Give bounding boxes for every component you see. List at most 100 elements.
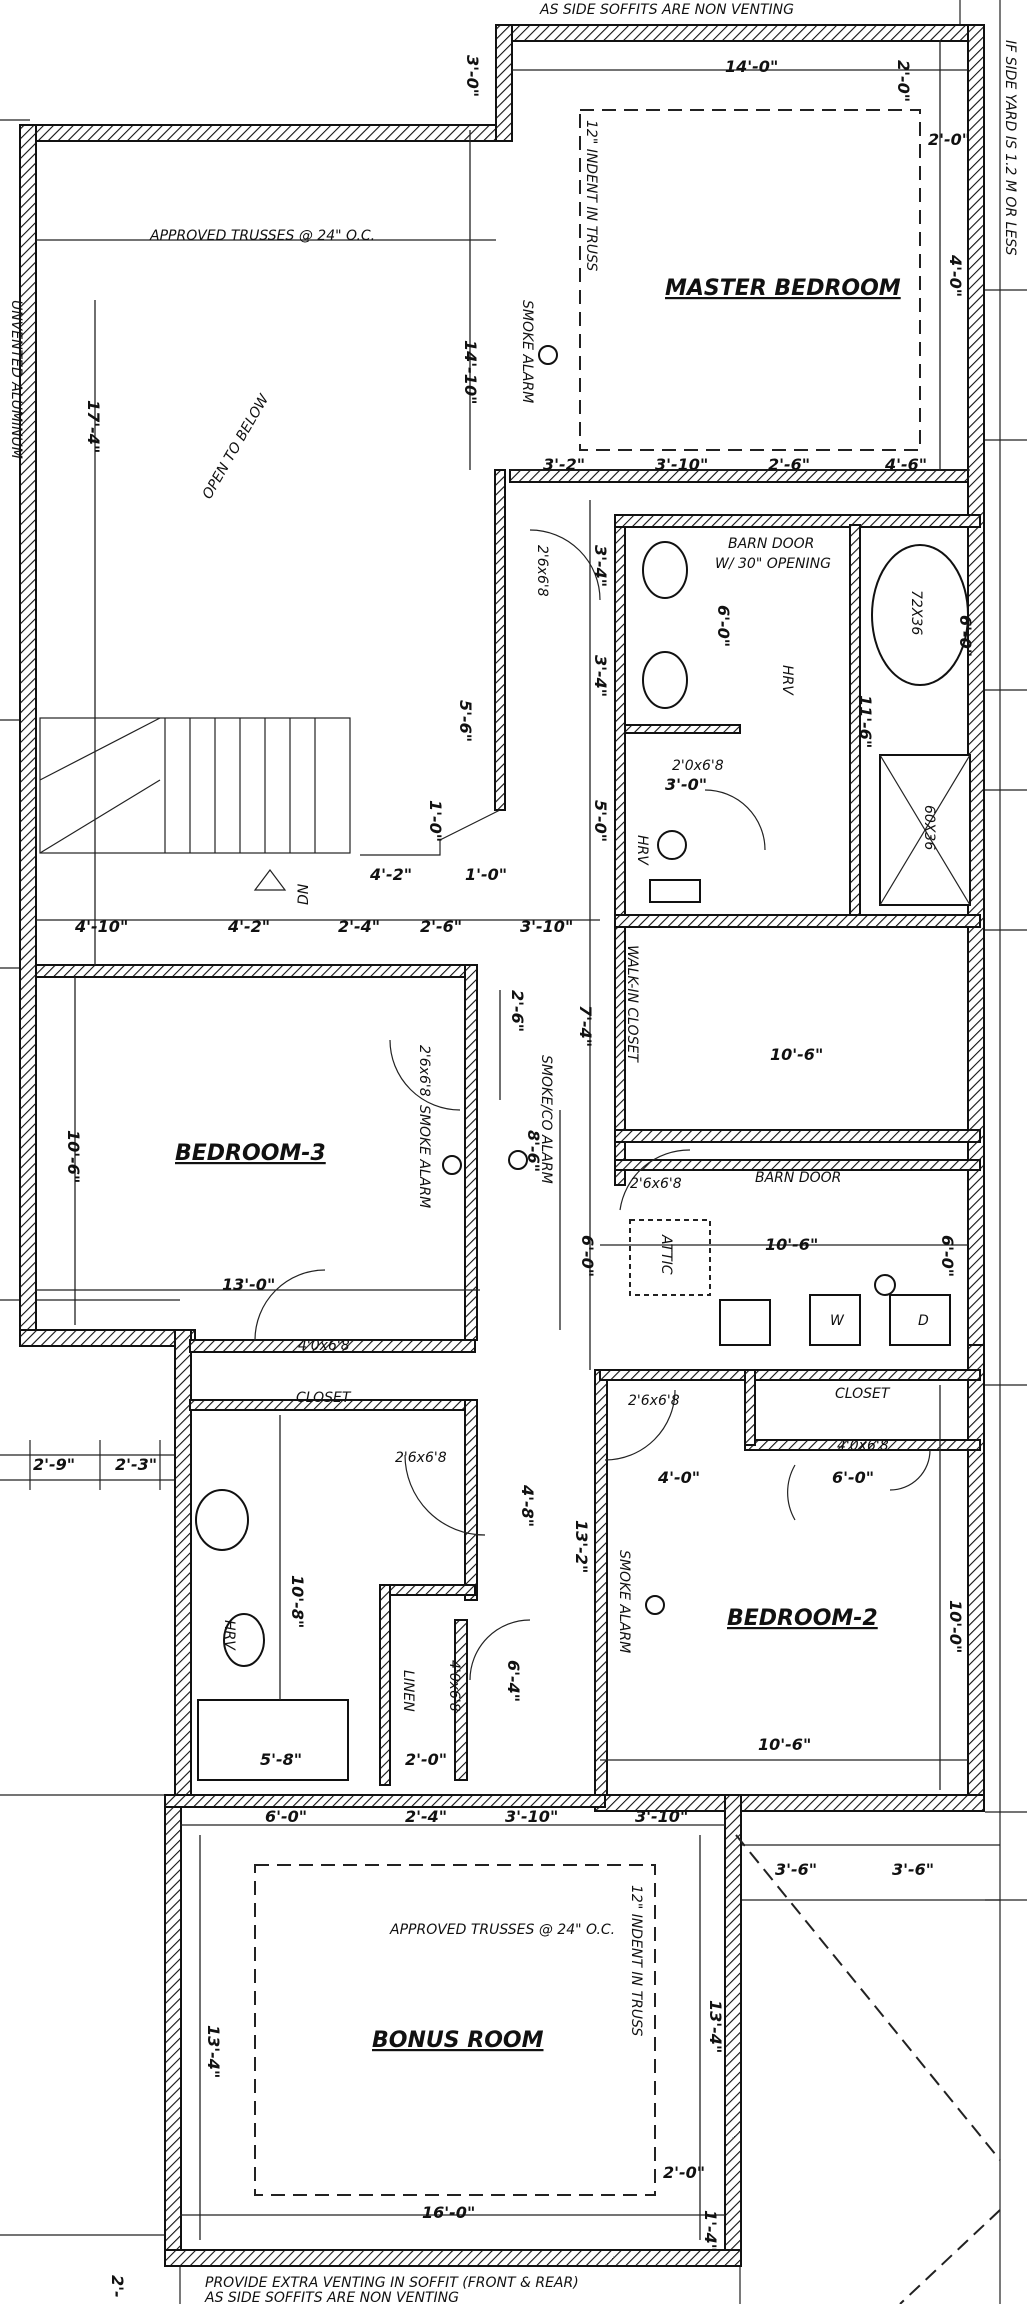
- door-linen: 4'0x6'8: [446, 1660, 462, 1712]
- dim-label: 2'-0": [928, 130, 970, 149]
- door-swings: [254, 529, 931, 1681]
- dim-label: 10'-6": [64, 1130, 83, 1183]
- dim-label: 5'-8": [260, 1750, 302, 1769]
- bottom-soffit-note-1: PROVIDE EXTRA VENTING IN SOFFIT (FRONT &…: [205, 2275, 579, 2291]
- barn-door-label-1b: W/ 30" OPENING: [715, 556, 831, 572]
- dim-label: 3'-2": [543, 455, 585, 474]
- barn-door-label-2: BARN DOOR: [755, 1170, 841, 1186]
- dim-label: 13'-4": [204, 2025, 223, 2078]
- exterior-walls: [19, 24, 985, 2267]
- top-soffit-note: AS SIDE SOFFITS ARE NON VENTING: [539, 2, 794, 18]
- room-closet-left: CLOSET: [296, 1390, 352, 1406]
- dim-label: 3'-0": [463, 55, 482, 97]
- dim-label: 2'-3": [115, 1455, 157, 1474]
- room-master-bedroom: MASTER BEDROOM: [665, 276, 901, 301]
- dim-label: 3'-0": [665, 775, 707, 794]
- indent-note-bottom: 12" INDENT IN TRUSS: [628, 1885, 644, 2036]
- truss-indent-outlines: [254, 109, 921, 2196]
- dim-label: 2'-4": [405, 1807, 447, 1826]
- hrv-label-3: HRV: [221, 1620, 237, 1651]
- dim-label: 1'-0": [426, 800, 445, 842]
- dim-label: 6'-0": [578, 1235, 597, 1277]
- dim-label: 2'-6": [768, 455, 810, 474]
- interior-walls: [35, 469, 981, 1796]
- dryer-label: D: [918, 1313, 929, 1329]
- right-side-note: IF SIDE YARD IS 1.2 M OR LESS: [1002, 40, 1018, 256]
- barn-door-label-1: BARN DOOR: [728, 536, 814, 552]
- door-b2-hall: 2'6x6'8: [628, 1393, 680, 1409]
- smoke-alarm-icons: [442, 345, 665, 1615]
- dim-label: 2'-6": [420, 917, 462, 936]
- dim-label: 6'-0": [956, 615, 975, 657]
- dim-label: 6'-0": [265, 1807, 307, 1826]
- dim-label: 1'-4": [701, 2210, 720, 2252]
- dim-label: 7'-4": [576, 1005, 595, 1047]
- dim-label: 6'-4": [504, 1660, 523, 1702]
- dim-label: 5'-6": [456, 700, 475, 742]
- dim-label: 4'-0": [946, 254, 965, 297]
- dim-label: 2'-: [108, 2275, 127, 2298]
- dim-label: 10'-0": [946, 1600, 965, 1653]
- dim-label: 10'-8": [288, 1575, 307, 1628]
- dim-label: 6'-0": [938, 1235, 957, 1277]
- dim-label: 14'-0": [725, 57, 778, 76]
- left-side-note: UNVENTED ALUMINUM: [8, 300, 24, 459]
- stairs: [39, 717, 351, 891]
- smoke-alarm-master: SMOKE ALARM: [519, 300, 535, 403]
- bathroom-fixtures: [195, 541, 971, 1781]
- shower-size: 60X36: [921, 805, 937, 850]
- room-attic: ATTIC: [658, 1234, 674, 1275]
- dim-label: 2'-9": [33, 1455, 75, 1474]
- dim-label: 10'-6": [758, 1735, 811, 1754]
- dim-label: 3'-6": [892, 1860, 934, 1879]
- dim-label: 4'-0": [657, 1468, 700, 1487]
- hrv-label-1: HRV: [779, 665, 795, 696]
- dim-label: 3'-4": [591, 545, 610, 587]
- landing-wall: [360, 809, 501, 856]
- door-b3-closet: 4'0x6'8: [298, 1338, 350, 1354]
- dim-label: 3'-10": [635, 1807, 688, 1826]
- dim-label: 17'-4": [84, 400, 103, 453]
- stair-down-label: DN: [296, 883, 312, 905]
- dim-label: 8'-6": [524, 1130, 543, 1172]
- dim-label: 14'-10": [461, 340, 480, 404]
- dim-label: 10'-6": [770, 1045, 823, 1064]
- door-laundry: 2'6x6'8: [630, 1176, 682, 1192]
- bottom-soffit-note-2: AS SIDE SOFFITS ARE NON VENTING: [204, 2290, 459, 2304]
- dim-label: 10'-6": [765, 1235, 818, 1254]
- dim-label: 6'-0": [714, 605, 733, 647]
- trusses-note-bottom: APPROVED TRUSSES @ 24" O.C.: [389, 1922, 615, 1938]
- dim-label: 4'-8": [518, 1484, 537, 1527]
- dim-label: 4'-6": [884, 455, 927, 474]
- hrv-label-2: HRV: [634, 835, 650, 866]
- room-bedroom-2: BEDROOM-2: [727, 1606, 878, 1631]
- trusses-note-top: APPROVED TRUSSES @ 24" O.C.: [149, 228, 375, 244]
- dim-label: 6'-0": [832, 1468, 874, 1487]
- door-bath2: 2'6x6'8: [395, 1450, 447, 1466]
- door-bath-wc: 2'0x6'8: [672, 758, 724, 774]
- room-walk-in-closet: WALK-IN CLOSET: [624, 945, 640, 1063]
- smoke-co-alarm: SMOKE/CO ALARM: [538, 1055, 554, 1184]
- dimension-lines: [36, 40, 970, 2240]
- washer-label: W: [830, 1313, 845, 1329]
- dim-label: 13'-0": [222, 1275, 275, 1294]
- dim-label: 3'-4": [591, 655, 610, 697]
- room-bonus-room: BONUS ROOM: [372, 2028, 544, 2053]
- smoke-alarm-b2: SMOKE ALARM: [616, 1550, 632, 1653]
- dim-label: 2'-4": [338, 917, 380, 936]
- dim-label: 13'-2": [572, 1520, 591, 1573]
- dimension-labels: 3'-0" 14'-0" 2'-0" 2'-0" 4'-0" 17'-4" 14…: [33, 55, 975, 2298]
- dim-label: 11'-6": [856, 695, 875, 748]
- dim-label: 3'-6": [775, 1860, 817, 1879]
- roof-line: [735, 1834, 1001, 2161]
- dim-label: 2'-6": [508, 990, 527, 1032]
- dim-label: 2'-0": [405, 1750, 447, 1769]
- room-linen: LINEN: [400, 1670, 416, 1712]
- dim-label: 2'-0": [663, 2163, 705, 2182]
- dim-label: 3'-10": [520, 917, 573, 936]
- dim-label: 5'-0": [591, 800, 610, 842]
- door-bedroom3: 2'6x6'8: [416, 1045, 432, 1097]
- room-bedroom-3: BEDROOM-3: [175, 1141, 326, 1166]
